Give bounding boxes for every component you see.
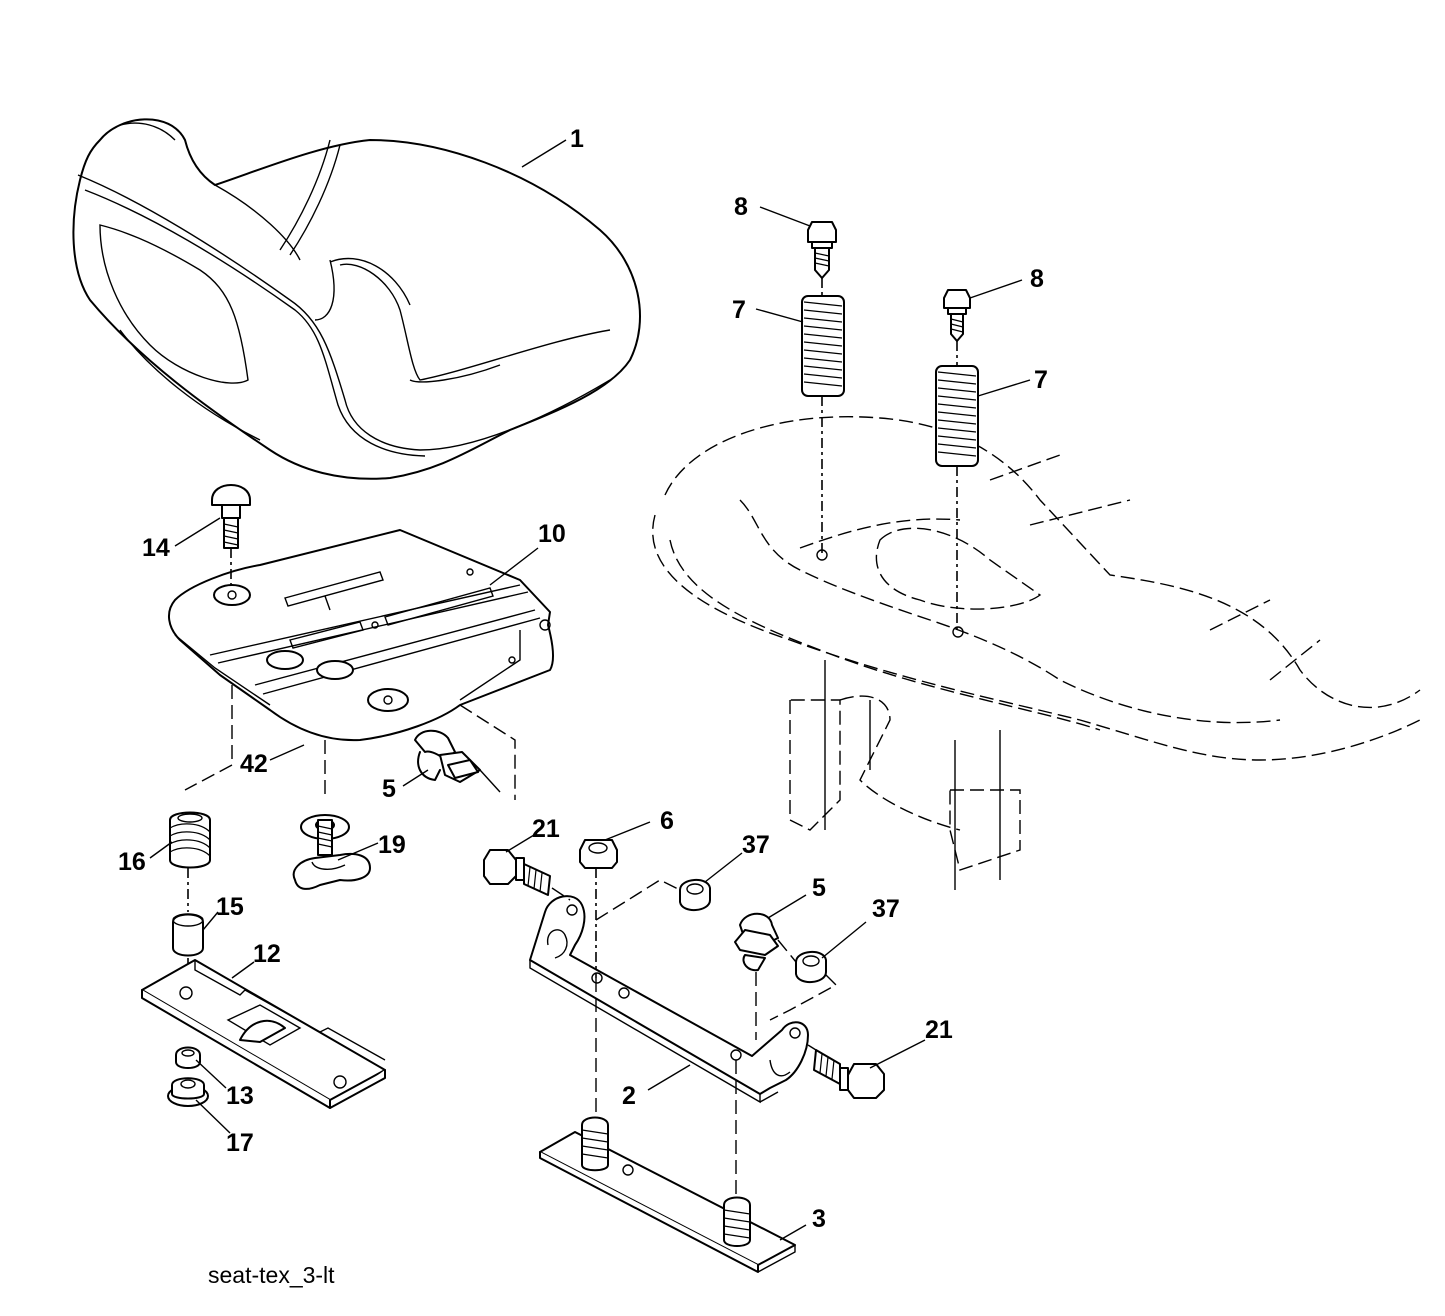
leader-lines [149, 139, 1031, 1241]
callout-21-right: 21 [925, 1016, 953, 1044]
flange-nut [167, 1077, 209, 1107]
callout-21-left: 21 [532, 815, 560, 843]
callout-16: 16 [118, 848, 146, 876]
clip-upper [414, 729, 501, 793]
callout-37-lower: 37 [872, 895, 900, 923]
carriage-bolt [211, 484, 251, 549]
callout-8-right: 8 [1030, 265, 1044, 293]
assembly-line-37-lower [769, 939, 838, 1021]
assembly-line-16 [184, 685, 233, 791]
spacer [172, 913, 204, 957]
assembly-line-21-left [551, 887, 571, 901]
callout-7-right: 7 [1034, 366, 1048, 394]
callout-37-upper: 37 [742, 831, 770, 859]
bottom-plate [539, 1116, 796, 1273]
seat-pan [168, 529, 555, 742]
seat [72, 118, 641, 480]
nut-13 [175, 1046, 201, 1069]
nut-37-upper [679, 879, 711, 911]
callout-19: 19 [378, 831, 406, 859]
callout-15: 15 [216, 893, 244, 921]
callout-6: 6 [660, 807, 674, 835]
bolt-right [943, 289, 971, 342]
clip-lower [734, 912, 779, 972]
callout-5-upper: 5 [382, 775, 396, 803]
hinge-bracket [529, 895, 809, 1104]
callout-17: 17 [226, 1129, 254, 1157]
callout-5-lower: 5 [812, 874, 826, 902]
assembly-line-5 [459, 704, 516, 800]
callout-3: 3 [812, 1205, 826, 1233]
bolt-left [807, 221, 837, 279]
callout-13: 13 [226, 1082, 254, 1110]
nut-6 [579, 839, 618, 869]
callout-42: 42 [240, 750, 268, 778]
callout-10: 10 [538, 520, 566, 548]
slide-plate [141, 959, 386, 1109]
spring-16 [169, 811, 211, 869]
callout-7-left: 7 [732, 296, 746, 324]
bolt-21-right [813, 1049, 885, 1099]
figure-caption: seat-tex_3-lt [208, 1262, 335, 1288]
bolt-21-left [483, 849, 551, 896]
assembly-line-37-upper [595, 879, 681, 921]
spring-left [801, 295, 845, 397]
callout-12: 12 [253, 940, 281, 968]
callout-labels: 1 8 8 7 7 10 14 42 5 19 16 15 12 13 17 2… [118, 125, 1048, 1233]
callout-8-left: 8 [734, 193, 748, 221]
chassis-frame-phantom [652, 416, 1421, 890]
nut-37-lower [795, 951, 827, 983]
knob [292, 819, 371, 890]
assembly-line-21-right [807, 1044, 817, 1051]
spring-right [935, 365, 979, 467]
callout-2: 2 [622, 1082, 636, 1110]
callout-1: 1 [570, 125, 584, 153]
callout-14: 14 [142, 534, 170, 562]
